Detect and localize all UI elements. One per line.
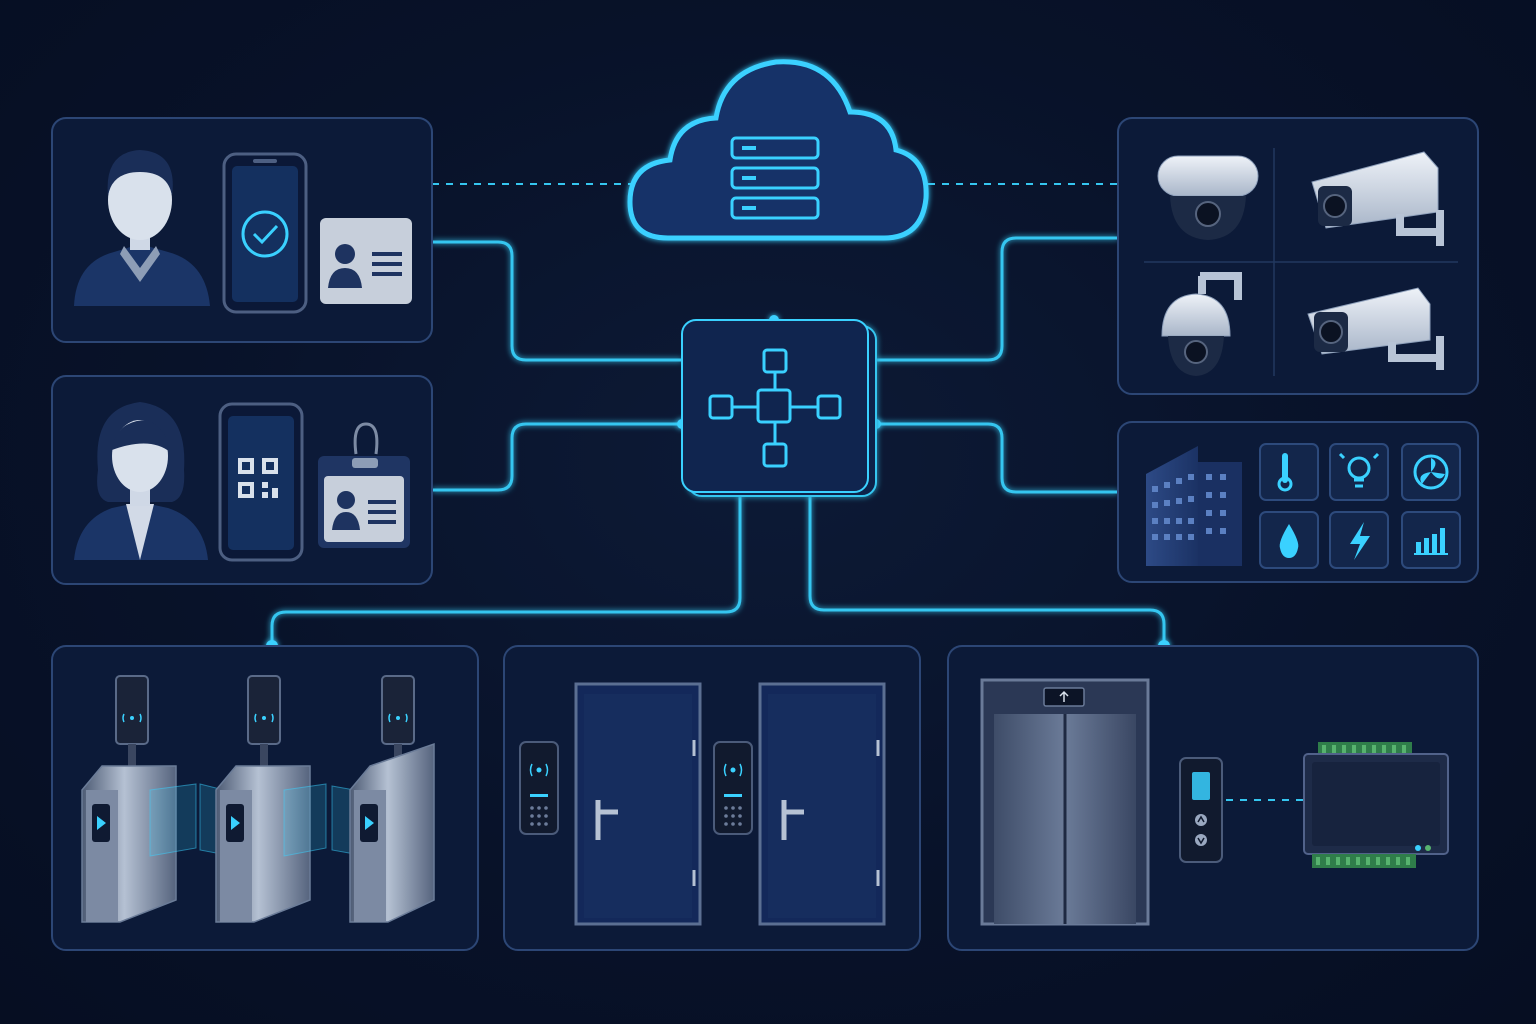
wire-female-panel [432,422,682,492]
dome-camera-icon [1157,155,1259,240]
door-icon [758,682,886,926]
ptz-camera-icon [1161,272,1242,376]
server-stack-icon [730,136,820,220]
wire-elevator [808,492,1166,646]
panel-user-credentials-male [51,117,433,343]
phone-check-icon [222,152,308,314]
panel-turnstile-gates [51,645,479,951]
lightning-icon [1329,511,1389,569]
hub-topology-icon [708,348,842,468]
door-icon [574,682,702,926]
call-panel-icon [1179,757,1223,863]
phone-qr-code-icon [218,402,304,562]
turnstile-icon [331,675,435,923]
badge-icon [318,422,410,548]
bullet-camera-icon [1307,287,1444,370]
bar-chart-icon [1401,511,1461,569]
network-hub-icon [681,319,877,497]
panel-access-doors [503,645,921,951]
water-drop-icon [1259,511,1319,569]
fan-icon [1401,443,1461,501]
panel-surveillance-cameras [1117,117,1479,395]
card-reader-icon [519,741,559,835]
card-reader-icon [713,741,753,835]
male-user-icon [74,150,210,306]
building-icon [1146,446,1242,566]
wire-building [876,422,1118,494]
female-user-icon [74,402,208,560]
lightbulb-icon [1329,443,1389,501]
wire-male-panel [432,240,682,362]
panel-building-management [1117,421,1479,583]
elevator-icon [980,678,1150,926]
id-card-icon [320,218,412,304]
wire-cameras [872,236,1118,362]
controller-module-icon [1303,742,1449,868]
panel-user-credentials-female [51,375,433,585]
turnstile-icon [199,675,327,923]
cloud-server-icon [627,59,929,241]
turnstile-icon [81,675,197,923]
panel-elevator-control [947,645,1479,951]
thermometer-icon [1259,443,1319,501]
bullet-camera-icon [1311,151,1444,246]
